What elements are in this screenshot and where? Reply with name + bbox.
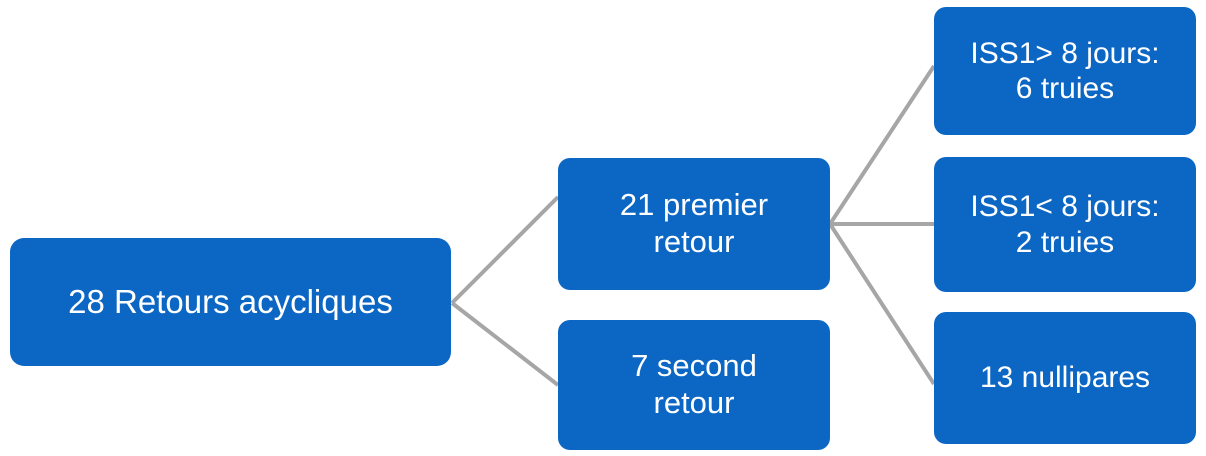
node-second-retour[interactable]: 7 second retour — [558, 320, 830, 450]
node-iss1-less-than-8-jours[interactable]: ISS1< 8 jours: 2 truies — [934, 157, 1196, 292]
edge-first-return-to-nullipares — [828, 222, 936, 386]
edge-root-to-second-return — [450, 301, 560, 387]
node-premier-retour-label: 21 premier retour — [619, 187, 769, 259]
node-premier-retour[interactable]: 21 premier retour — [558, 158, 830, 290]
node-root-retours-acycliques[interactable]: 28 Retours acycliques — [10, 238, 451, 366]
node-second-retour-label: 7 second retour — [631, 348, 757, 420]
node-iss1-greater-than-8-jours[interactable]: ISS1> 8 jours: 6 truies — [934, 7, 1196, 135]
node-nullipares-label: 13 nullipares — [979, 361, 1151, 395]
edge-first-return-to-iss1-gt8 — [828, 64, 936, 226]
edge-root-to-first-return — [450, 195, 560, 305]
node-nullipares[interactable]: 13 nullipares — [934, 312, 1196, 444]
node-iss1-less-than-8-jours-label: ISS1< 8 jours: 2 truies — [970, 190, 1160, 259]
node-root-label: 28 Retours acycliques — [68, 282, 393, 320]
node-iss1-greater-than-8-jours-label: ISS1> 8 jours: 6 truies — [970, 36, 1160, 105]
